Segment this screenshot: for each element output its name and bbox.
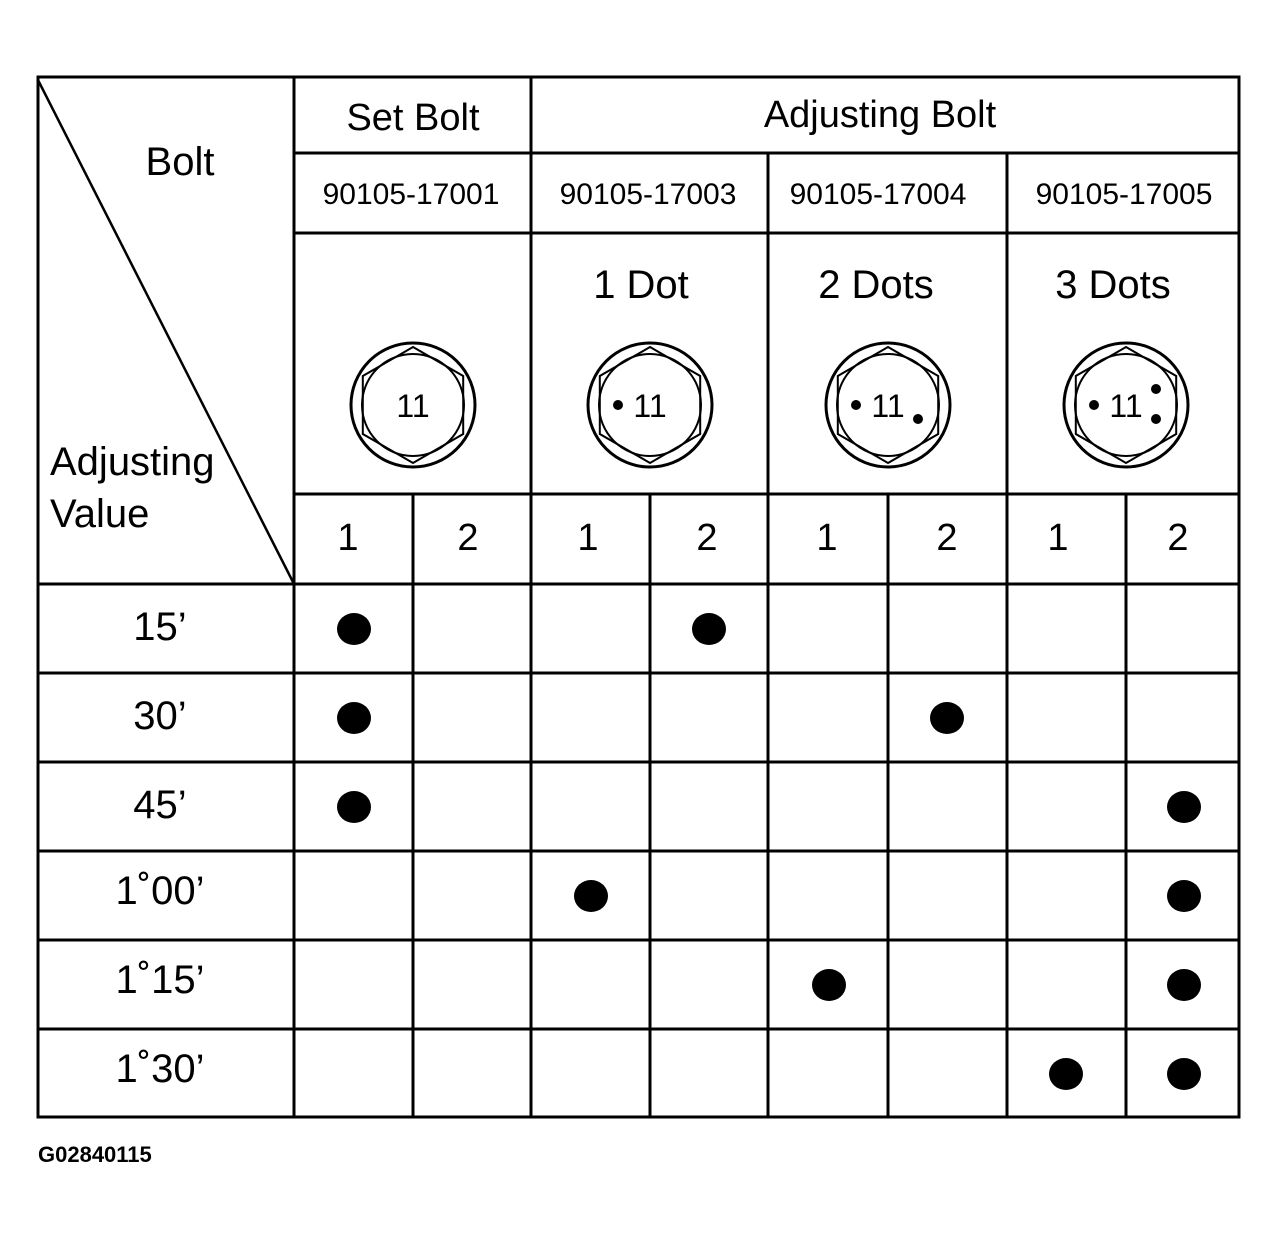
row-label: 1˚00’: [116, 869, 205, 913]
part-number-2: 90105-17003: [560, 178, 737, 211]
selection-mark: [337, 702, 371, 734]
adjusting-bolt-header: Adjusting Bolt: [764, 94, 997, 136]
bolt-head-icon: 11: [1062, 341, 1190, 469]
selection-mark: [812, 969, 846, 1001]
dot-label-3: 3 Dots: [1055, 263, 1171, 307]
position-numbers-row: 1 2 1 2 1 2 1 2: [337, 517, 1188, 559]
selection-mark: [1167, 1058, 1201, 1090]
part-number-1: 90105-17001: [323, 178, 500, 211]
bolt-head-dot: [913, 414, 923, 424]
selection-mark: [1049, 1058, 1083, 1090]
row-label: 1˚30’: [116, 1047, 205, 1091]
dot-label-1: 1 Dot: [593, 263, 689, 307]
selection-mark: [337, 613, 371, 645]
bolt-head-number: 11: [1109, 388, 1142, 424]
figure-id: G02840115: [38, 1142, 152, 1167]
position-number: 1: [337, 517, 358, 559]
corner-bolt-label: Bolt: [146, 140, 215, 184]
selection-mark: [337, 791, 371, 823]
row-label: 45’: [133, 783, 186, 827]
bolt-head-dot: [1151, 384, 1161, 394]
bolt-head-dot: [613, 400, 623, 410]
bolt-head-icon: 11: [586, 341, 714, 469]
selection-mark: [930, 702, 964, 734]
selection-mark: [1167, 791, 1201, 823]
position-number: 1: [1047, 517, 1068, 559]
position-number: 1: [816, 517, 837, 559]
part-number-3: 90105-17004: [790, 178, 967, 211]
set-bolt-header: Set Bolt: [346, 97, 480, 139]
position-number: 2: [1167, 517, 1188, 559]
bolt-head-icon: 11: [349, 341, 477, 469]
selection-marks: [337, 613, 1201, 1090]
row-label: 1˚15’: [116, 958, 205, 1002]
table-grid: [36, 75, 1241, 1119]
bolt-head-number: 11: [396, 388, 429, 424]
position-number: 1: [577, 517, 598, 559]
corner-value-label: Value: [50, 492, 149, 536]
selection-mark: [1167, 969, 1201, 1001]
selection-mark: [692, 613, 726, 645]
bolt-head-number: 11: [871, 388, 904, 424]
position-number: 2: [696, 517, 717, 559]
bolt-heads: 11 11 11 11: [349, 341, 1190, 469]
row-labels: 15’ 30’ 45’ 1˚00’ 1˚15’ 1˚30’: [116, 605, 205, 1091]
position-number: 2: [457, 517, 478, 559]
row-label: 30’: [133, 694, 186, 738]
selection-mark: [574, 880, 608, 912]
selection-mark: [1167, 880, 1201, 912]
bolt-head-icon: 11: [824, 341, 952, 469]
bolt-head-number: 11: [633, 388, 666, 424]
dot-label-2: 2 Dots: [818, 263, 934, 307]
bolt-head-dot: [1151, 414, 1161, 424]
position-number: 2: [936, 517, 957, 559]
part-number-4: 90105-17005: [1036, 178, 1213, 211]
corner-adjusting-label: Adjusting: [50, 440, 215, 484]
row-label: 15’: [133, 605, 186, 649]
bolt-head-dot: [1089, 400, 1099, 410]
bolt-head-dot: [851, 400, 861, 410]
